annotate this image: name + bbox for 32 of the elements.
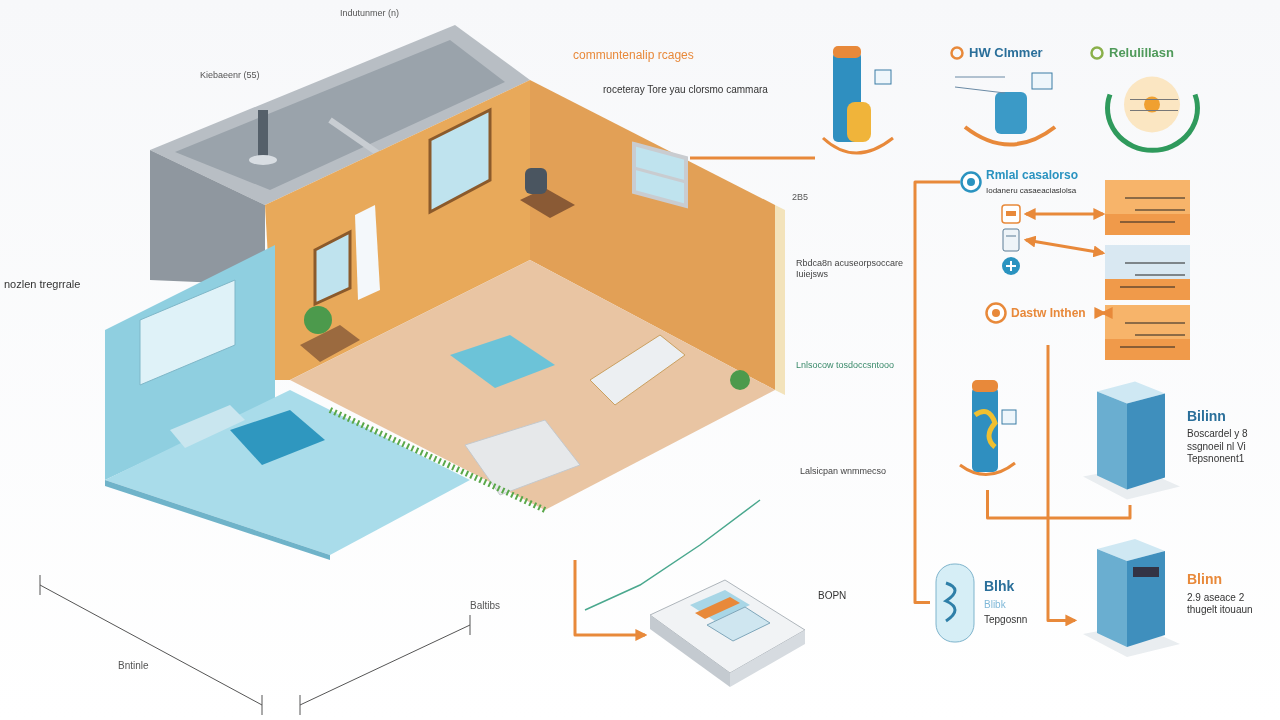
- annotation-text: roceteray Tore yau clorsmo cammara: [603, 84, 768, 96]
- annotation-text: Lnlsocow tosdoccsntooo: [796, 360, 895, 371]
- annotation-text: Baltibs: [470, 600, 500, 612]
- component-title: Bilinn: [1187, 407, 1227, 425]
- arrow: [1023, 235, 1106, 258]
- arrow: [1046, 345, 1078, 627]
- component-title: Rmlal casalorso: [986, 168, 1080, 183]
- component-description: Blibk: [984, 598, 1007, 612]
- component-description: 2.9 aseace 2 thugelt itouaun: [1187, 591, 1254, 617]
- arrow: [1094, 307, 1113, 319]
- annotation-text: Indutunmer (n): [340, 8, 400, 19]
- annotation-text: Rbdca8n acuseorpsoccare Iuiejsws: [796, 258, 905, 280]
- annotation-text: communtenalip rcages: [573, 48, 694, 63]
- component-title: Blinn: [1187, 571, 1223, 589]
- pipe-line: [690, 156, 815, 160]
- component-description: Iodaneru casaeaciaslolsa: [986, 186, 1078, 196]
- annotation-text: 2B5: [792, 192, 808, 203]
- annotation-text: Kiebaeenr (55): [200, 70, 260, 81]
- annotation-text: nozlen tregrrale: [4, 278, 81, 292]
- annotation-text: Bntinle: [118, 660, 149, 672]
- annotation-text: BOPN: [818, 590, 847, 602]
- component-description: Boscardel y 8 ssgnoeil nl Vi Tepsnonent1: [1187, 428, 1249, 466]
- annotation-text: Lalsicpan wnmmecso: [800, 466, 887, 477]
- component-title: Blhk: [984, 578, 1016, 596]
- pipe-line: [986, 490, 1132, 520]
- component-title: HW Clmmer: [969, 45, 1043, 60]
- arrow: [573, 560, 648, 641]
- component-title: Dastw Inthen: [1011, 305, 1087, 321]
- pipe-line: [913, 180, 960, 604]
- component-description: Tepgosnn: [984, 614, 1029, 627]
- arrow: [1023, 208, 1106, 220]
- component-title: Relulillasn: [1109, 45, 1175, 60]
